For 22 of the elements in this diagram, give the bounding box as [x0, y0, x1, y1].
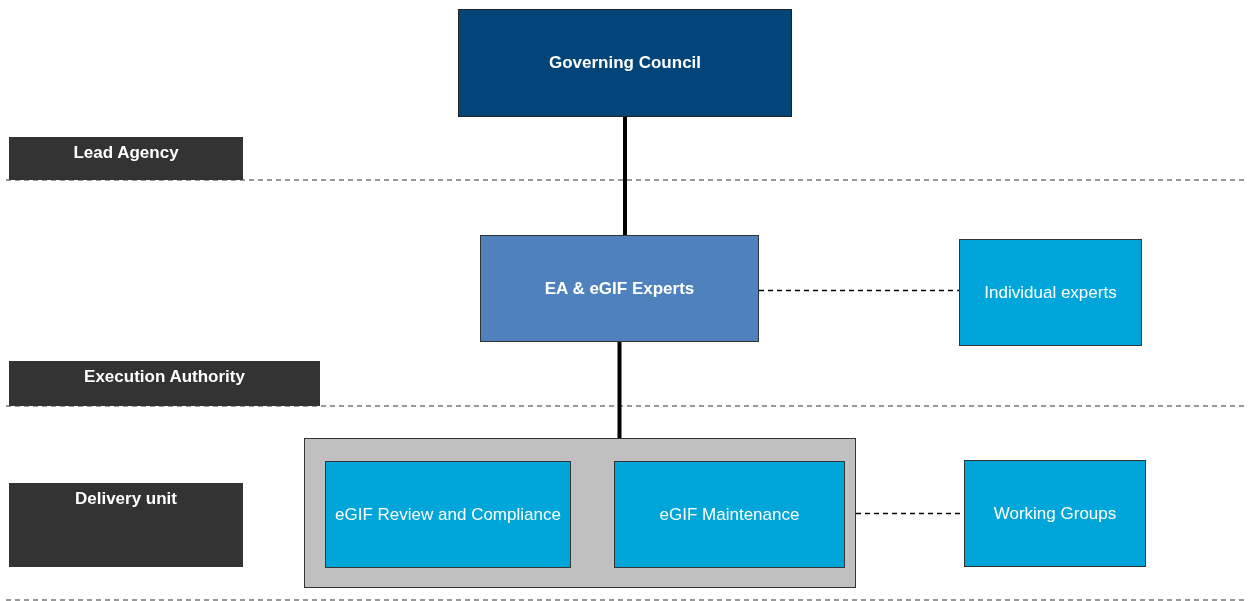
level-band — [9, 137, 243, 180]
connector — [623, 117, 627, 235]
box-label: Delivery unit — [74, 488, 177, 510]
box-label: Governing Council — [548, 52, 702, 74]
box-label: eGIF Review and Compliance — [335, 503, 561, 526]
org-box — [325, 461, 571, 568]
level-band — [9, 361, 320, 406]
level-band — [9, 483, 243, 567]
connector — [617, 342, 622, 438]
box-label: Lead Agency — [73, 142, 179, 164]
box-label: eGIF Maintenance — [659, 503, 800, 526]
box-label: Working Groups — [993, 502, 1117, 525]
org-box — [614, 461, 845, 568]
box-label: Execution Authority — [84, 366, 245, 388]
org-box — [458, 9, 792, 117]
box-label: Individual experts — [984, 281, 1117, 304]
connector — [758, 289, 960, 292]
box-label: EA & eGIF Experts — [544, 277, 695, 300]
group-box — [304, 438, 856, 588]
org-box — [480, 235, 759, 342]
org-box — [964, 460, 1146, 567]
org-box — [959, 239, 1142, 346]
